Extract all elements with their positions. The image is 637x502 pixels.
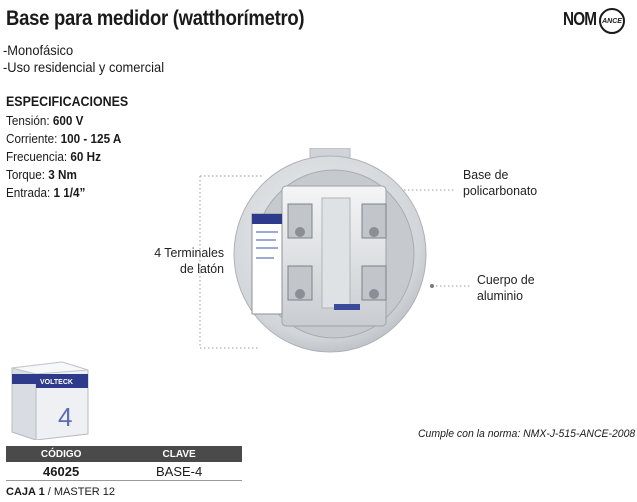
callout-terminals: 4 Terminales de latón — [125, 245, 224, 277]
spec-label: Torque: — [6, 167, 49, 182]
spec-label: Corriente: — [6, 131, 61, 146]
caja-label: CAJA 1 — [6, 486, 45, 498]
callout-base-line1: Base de — [463, 167, 509, 182]
master-label: / MASTER 12 — [44, 486, 116, 498]
callout-body: Cuerpo de aluminio — [477, 272, 535, 304]
callout-terminals-line1: 4 Terminales — [154, 245, 224, 260]
callout-base: Base de policarbonato — [463, 167, 537, 199]
callout-base-line2: policarbonato — [463, 183, 538, 198]
spec-item: Frecuencia: 60 Hz — [6, 149, 101, 164]
spec-value: 1 1/4” — [53, 185, 86, 200]
header-clave: CLAVE — [116, 446, 242, 462]
spec-item: Entrada: 1 1/4” — [6, 185, 85, 200]
cell-codigo: 46025 — [6, 462, 117, 481]
terminals-leader-line — [199, 176, 260, 349]
spec-value: 60 Hz — [70, 149, 101, 164]
callout-body-line2: aluminio — [477, 288, 524, 303]
specs-heading: ESPECIFICACIONES — [6, 94, 129, 109]
meter-base-image — [233, 148, 427, 353]
table-header-row: CÓDIGO CLAVE — [6, 446, 242, 462]
cell-clave: BASE-4 — [116, 462, 242, 481]
header-codigo: CÓDIGO — [6, 446, 117, 462]
spec-label: Tensión: — [6, 113, 53, 128]
table-row: 46025 BASE-4 — [6, 462, 242, 481]
product-box-image: VOLTECK 4 — [11, 361, 89, 440]
page-title: Base para medidor (watthorímetro) — [6, 7, 305, 30]
feature-monofasico: -Monofásico — [3, 42, 74, 58]
code-table: CÓDIGO CLAVE 46025 BASE-4 — [6, 446, 242, 481]
spec-label: Frecuencia: — [6, 149, 71, 164]
packaging-info: CAJA 1 / MASTER 12 — [6, 486, 115, 498]
spec-item: Tensión: 600 V — [6, 113, 83, 128]
callout-body-line1: Cuerpo de — [477, 272, 535, 287]
callout-terminals-line2: de latón — [180, 261, 224, 276]
box-number: 4 — [58, 402, 72, 432]
spec-value: 100 - 125 A — [60, 131, 122, 146]
nom-ance-certification-logo: NOM ANCE — [563, 6, 633, 36]
feature-uso: -Uso residencial y comercial — [3, 59, 165, 75]
spec-item: Corriente: 100 - 125 A — [6, 131, 121, 146]
ance-seal-icon: ANCE — [599, 8, 625, 34]
nom-mark: NOM — [563, 9, 597, 29]
spec-value: 600 V — [52, 113, 84, 128]
spec-value: 3 Nm — [48, 167, 77, 182]
box-brand: VOLTECK — [40, 379, 73, 386]
spec-label: Entrada: — [6, 185, 54, 200]
norma-note: Cumple con la norma: NMX-J-515-ANCE-2008 — [418, 428, 636, 440]
spec-item: Torque: 3 Nm — [6, 167, 77, 182]
ance-mark: ANCE — [602, 17, 622, 25]
